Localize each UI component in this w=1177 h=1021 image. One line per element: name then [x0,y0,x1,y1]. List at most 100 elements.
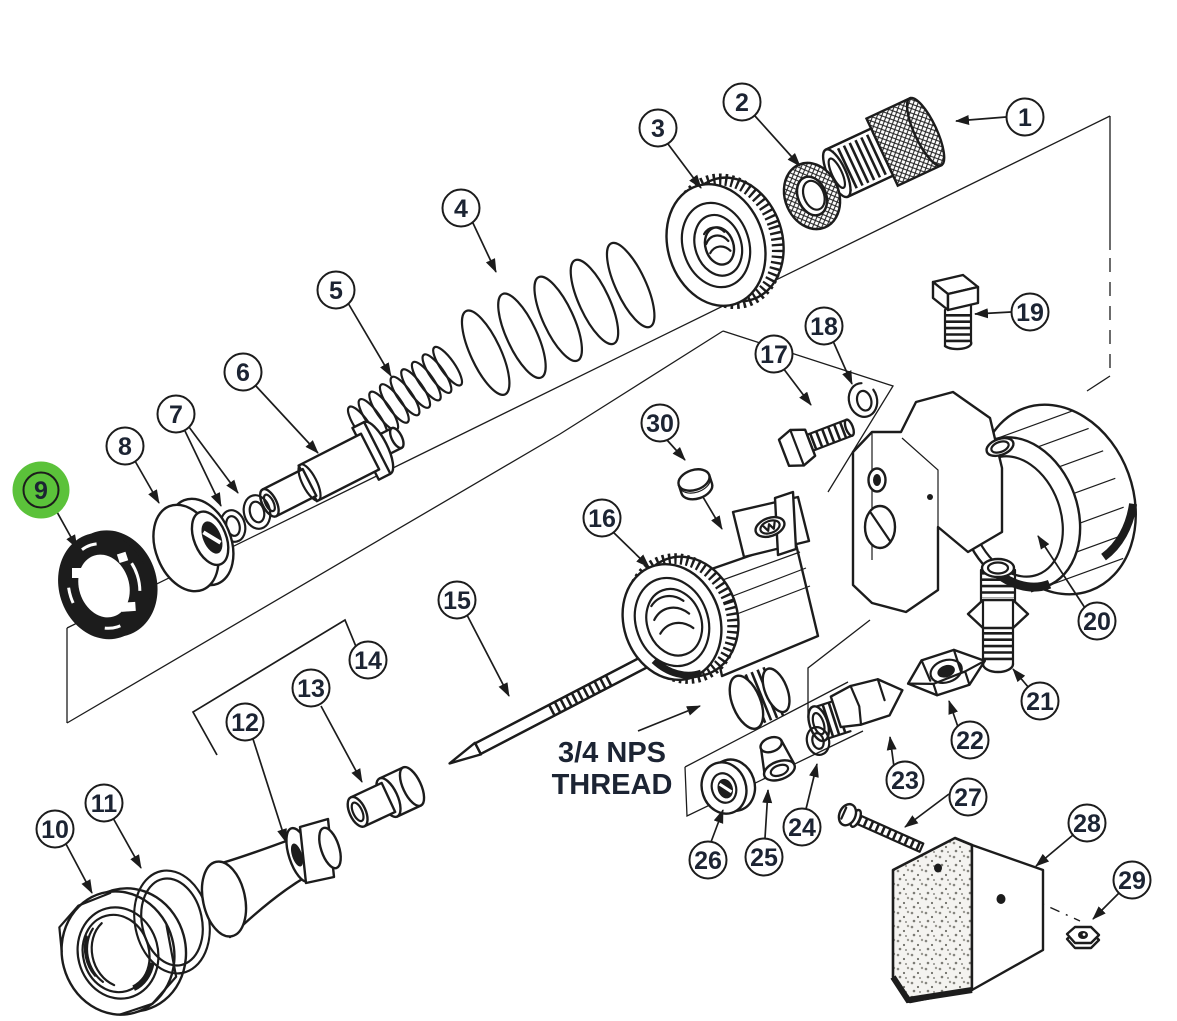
part-21-hex-nipple [966,557,1030,674]
zone-line-lower-diagonal [66,330,724,724]
callout-23[interactable]: 23 [885,736,925,800]
callout-11[interactable]: 11 [84,783,142,869]
callout-28[interactable]: 28 [1035,803,1107,867]
callout-29-leader [1092,891,1121,920]
callout-circle [105,426,145,466]
part-1-hose-connector [821,96,946,199]
part-9-gland-ring [58,530,158,640]
callout-number: 13 [297,675,325,703]
callout-22[interactable]: 22 [948,700,990,760]
part-18-lock-washer [847,382,879,418]
callout-3[interactable]: 3 [638,108,702,189]
callout-19[interactable]: 19 [974,292,1050,332]
callout-circle [441,188,481,228]
part-2-knurled-ring [782,161,842,231]
callout-1-leader [955,114,1007,125]
callout-circle [782,807,822,847]
callout-number: 18 [810,313,838,341]
callout-8[interactable]: 8 [105,426,160,504]
callout-circle [885,760,925,800]
callout-number: 21 [1026,688,1054,716]
thread-label-line1: 3/4 NPS [558,737,666,769]
callout-7[interactable]: 7 [156,394,239,507]
callout-12-leader [252,738,287,843]
callout-18[interactable]: 18 [804,306,853,385]
callout-circle [688,840,728,880]
callout-number: 3 [651,115,665,143]
callout-number: 16 [588,505,616,533]
callout-17-leader [782,367,812,406]
callout-number: 7 [169,401,183,429]
callout-12[interactable]: 12 [225,702,287,843]
callout-6-leader [254,384,319,454]
callout-number: 12 [231,709,259,737]
callout-6[interactable]: 6 [223,352,319,454]
callout-number: 25 [750,844,778,872]
callout-circle [722,82,762,122]
callout-25[interactable]: 25 [744,789,784,877]
callout-20[interactable]: 20 [1037,535,1117,641]
thread-label-arrow [637,705,701,732]
callout-27-leader [904,793,950,828]
callout-number: 9 [34,477,48,505]
part-4-spring-large [460,241,656,396]
callout-26[interactable]: 26 [688,809,728,880]
callout-1[interactable]: 1 [955,97,1045,137]
callout-21[interactable]: 21 [1012,668,1060,721]
part-17-hex-bolt [777,418,856,468]
callout-29[interactable]: 29 [1092,860,1152,920]
callout-circle [950,720,990,760]
callout-5-leader [347,302,392,377]
callout-circle [582,498,622,538]
callout-24-leader [805,763,819,810]
part-25-cap [759,735,796,782]
part-30-plug [677,468,714,501]
callout-25-leader [762,789,773,839]
callout-5[interactable]: 5 [316,270,392,377]
part-10-ring-nut [58,887,188,1016]
callout-16[interactable]: 16 [582,498,650,568]
callout-number: 28 [1073,810,1101,838]
callout-circle [640,403,680,443]
callout-number: 30 [646,410,674,438]
callout-15-leader [466,614,510,697]
callout-7-leader [188,426,239,494]
callout-30-leader [666,439,686,461]
callout-4[interactable]: 4 [441,188,497,273]
callout-2-leader [754,115,801,167]
callout-10[interactable]: 10 [35,809,93,894]
part-20-actuator-body [851,390,1138,614]
callout-number: 20 [1083,608,1111,636]
callout-17[interactable]: 17 [754,334,812,406]
callout-7-leader [184,430,222,507]
callout-number: 19 [1016,299,1044,327]
callout-14[interactable]: 14 [191,618,388,756]
callout-circle [1067,803,1107,843]
callout-circle [1112,860,1152,900]
callout-30[interactable]: 30 [640,403,686,461]
callout-number: 29 [1118,867,1146,895]
callout-14-bracket [191,618,358,756]
callout-circle [638,108,678,148]
callout-number: 10 [41,816,69,844]
part-24-o-ring-small [805,726,831,756]
callout-number: 26 [694,847,722,875]
part-3-retainer-ring [665,173,785,310]
callout-22-leader [948,700,959,728]
callout-circle [291,668,331,708]
callout-24[interactable]: 24 [782,763,822,847]
callout-18-leader [832,340,853,385]
callout-27[interactable]: 27 [904,777,988,828]
callout-circle [348,640,388,680]
callout-2[interactable]: 2 [722,82,801,167]
part-29-hex-nut-small [1065,925,1101,950]
callout-13[interactable]: 13 [291,668,363,783]
callout-13-leader [320,705,363,783]
callout-9[interactable]: 9 [12,461,78,549]
callout-11-leader [112,817,142,869]
callout-number: 24 [788,814,816,842]
callout-20-leader [1037,535,1086,609]
callout-15[interactable]: 15 [437,580,510,697]
part-12-horn [200,817,342,939]
thread-annotation: 3/4 NPS THREAD [552,705,701,801]
